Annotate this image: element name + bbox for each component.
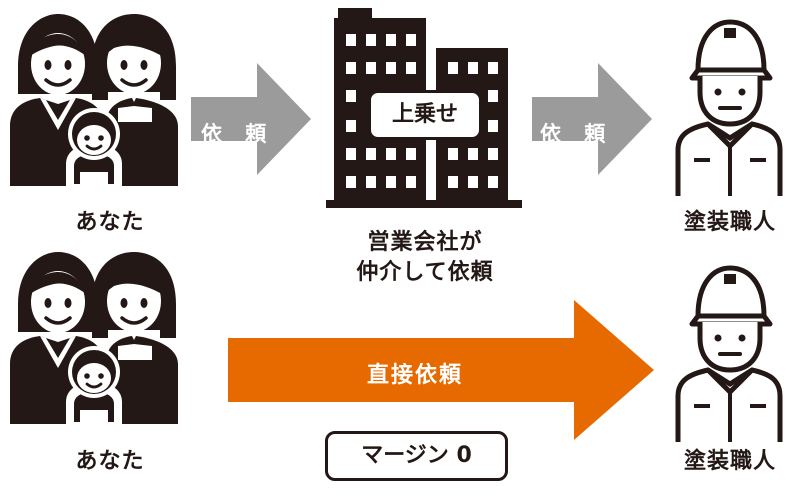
craftsman-label-bottom: 塗装職人 <box>683 449 776 474</box>
craftsman-label-top: 塗装職人 <box>683 210 776 235</box>
request-arrow-1-label: 依 頼 <box>201 122 275 146</box>
craftsman-icon <box>675 19 783 196</box>
family-icon <box>10 14 178 188</box>
margin-zero-badge: マージン 0 <box>325 431 508 481</box>
direct-request-arrow <box>228 300 654 440</box>
client-label-top: あなた <box>75 210 145 235</box>
request-arrow-2-label: 依 頼 <box>540 122 614 146</box>
company-caption-line1: 営業会社が <box>367 230 483 255</box>
company-caption-line2: 仲介して依頼 <box>356 260 494 285</box>
craftsman-icon <box>675 265 783 442</box>
request-arrow-2 <box>532 63 652 175</box>
request-arrow-1 <box>191 63 311 175</box>
family-icon <box>10 252 178 426</box>
markup-badge: 上乗せ <box>368 90 482 140</box>
client-label-bottom: あなた <box>75 449 145 474</box>
direct-request-arrow-label: 直接依頼 <box>366 363 463 388</box>
